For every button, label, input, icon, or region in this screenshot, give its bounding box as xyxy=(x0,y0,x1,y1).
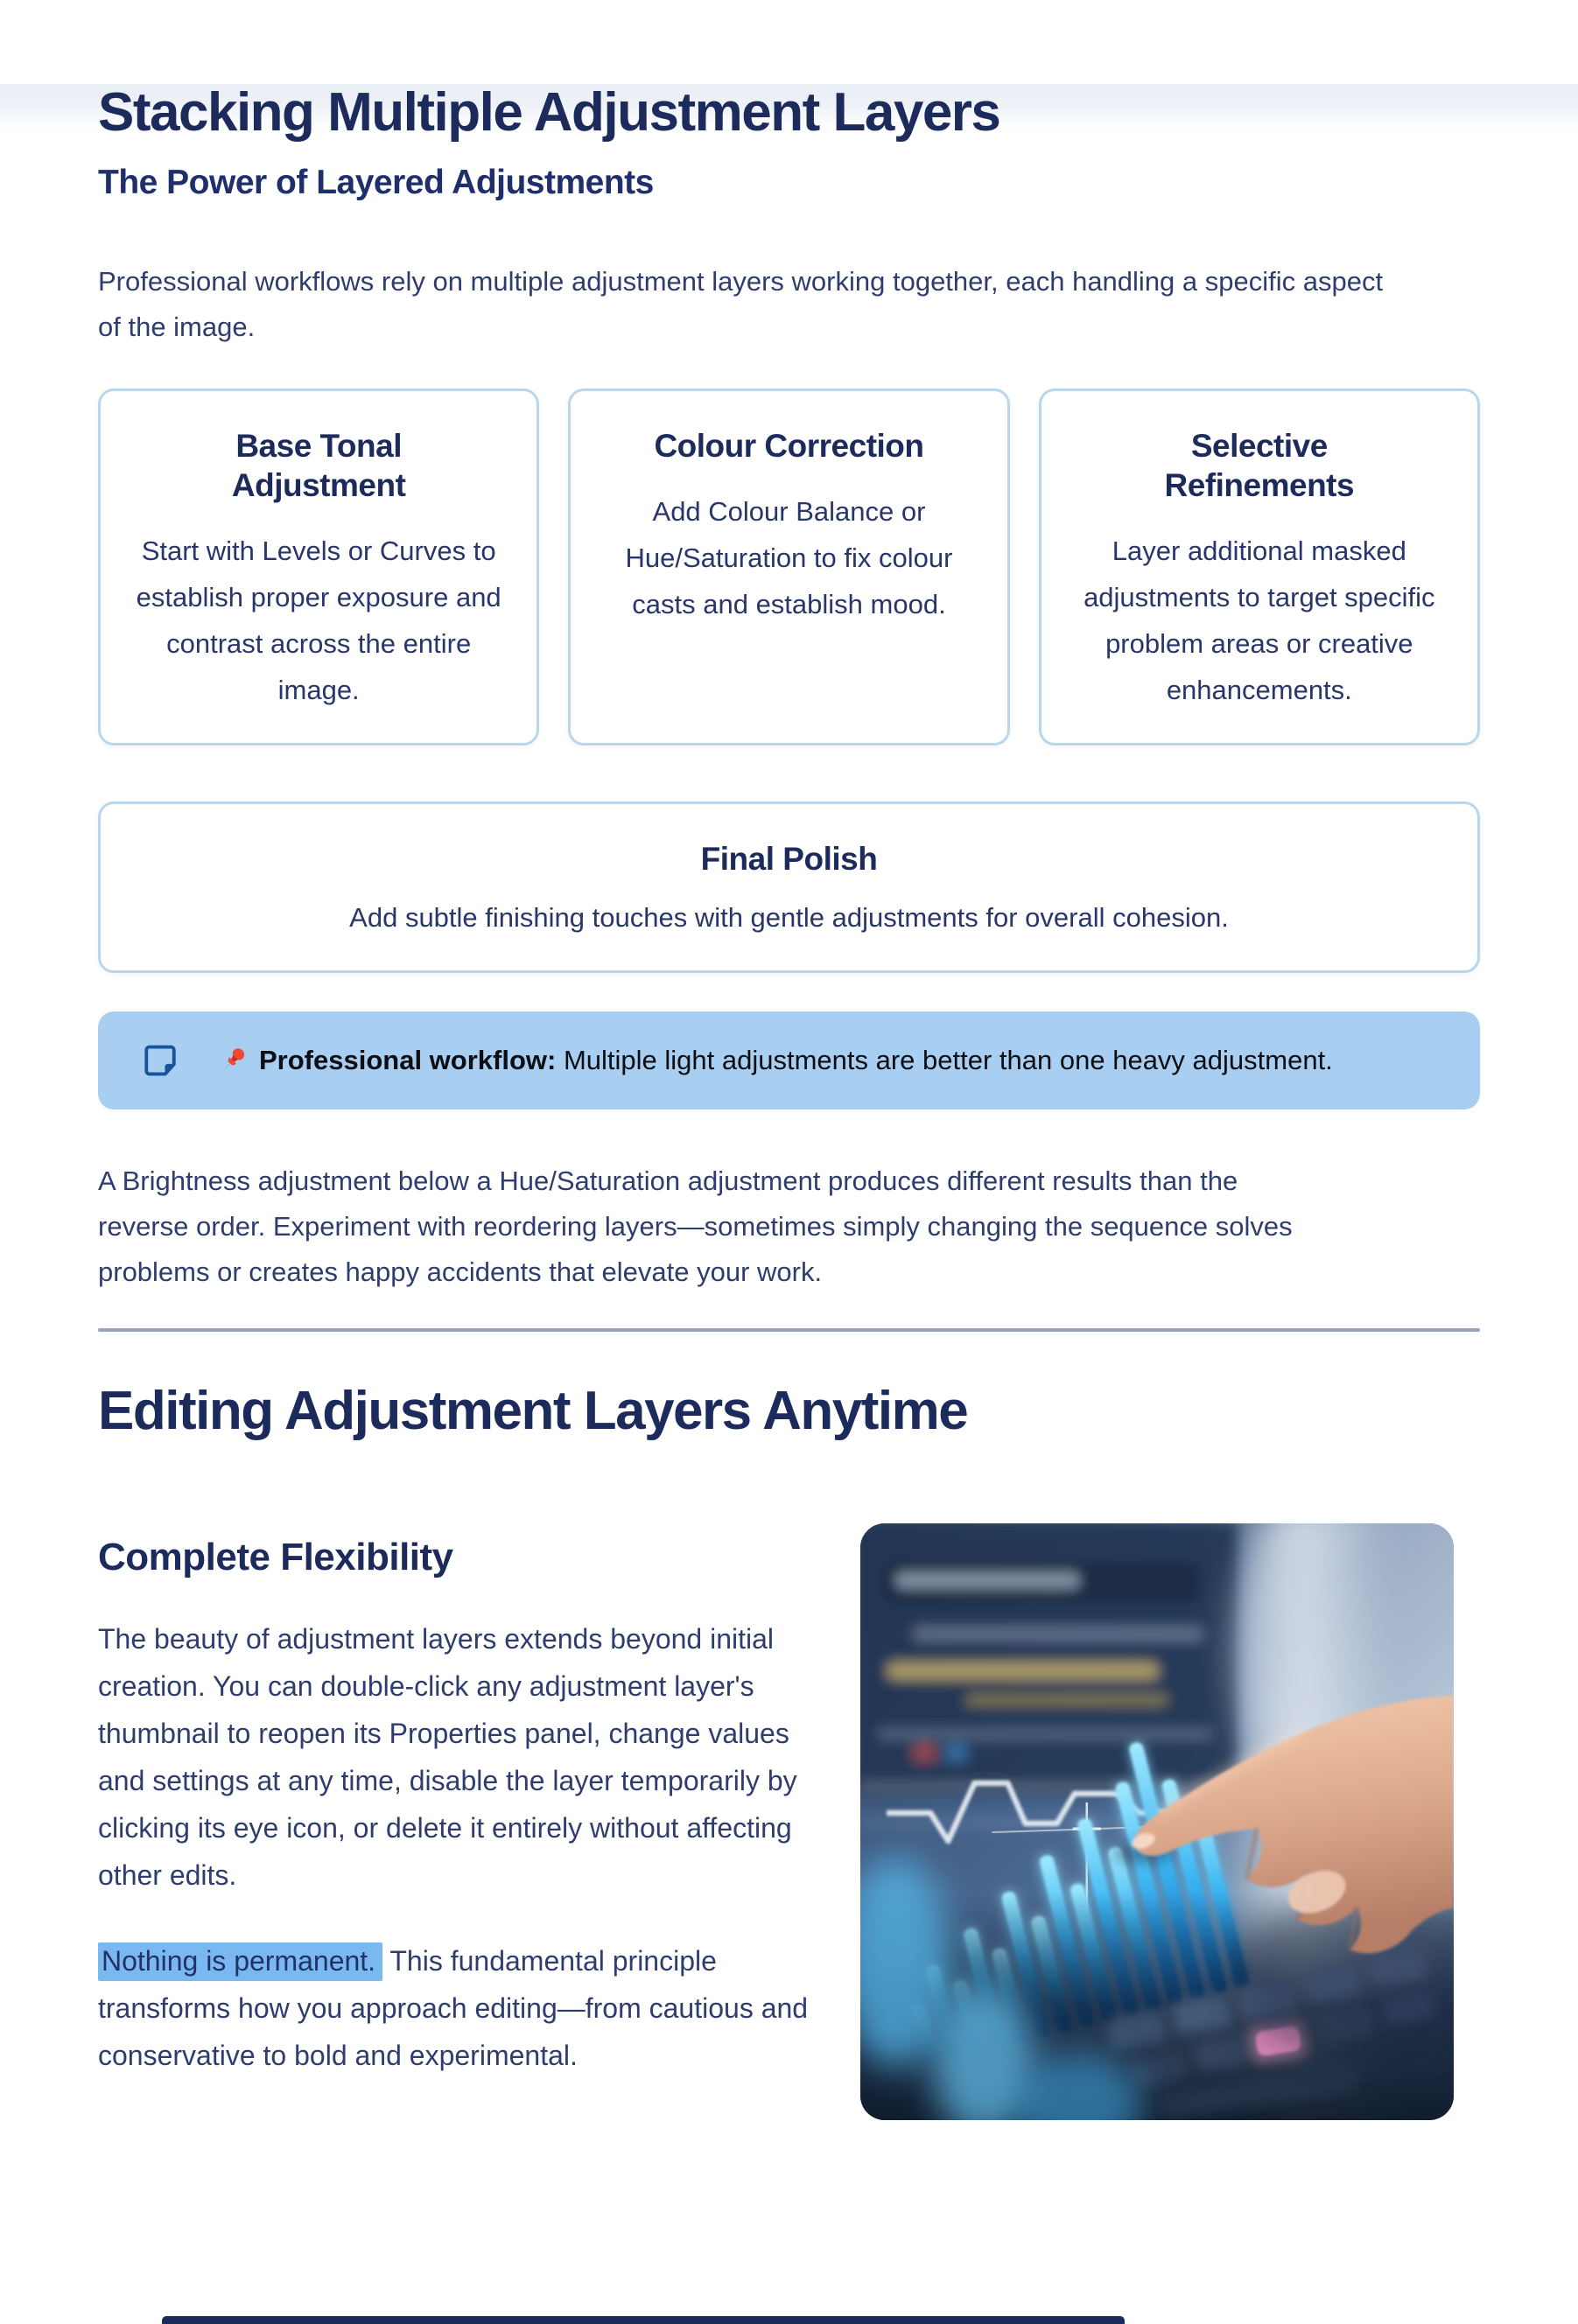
permanence-paragraph: Nothing is permanent. This fundamental p… xyxy=(98,1937,842,2079)
flexibility-paragraph: The beauty of adjustment layers extends … xyxy=(98,1622,797,1891)
section-subtitle: The Power of Layered Adjustments xyxy=(98,163,654,201)
subsection-heading: Complete Flexibility xyxy=(98,1536,453,1579)
card-selective-refinements: Selective Refinements Layer additional m… xyxy=(1038,388,1480,746)
article: Stacking Multiple Adjustment Layers The … xyxy=(0,82,1578,2121)
section-divider xyxy=(98,1328,1480,1333)
card-body: Add Colour Balance or Hue/Saturation to … xyxy=(625,495,953,620)
card-colour-correction: Colour Correction Add Colour Balance or … xyxy=(568,388,1010,746)
callout-label: Professional workflow: xyxy=(259,1045,557,1076)
callout-text: Professional workflow: Multiple light ad… xyxy=(259,1045,1333,1076)
flexibility-section: Complete Flexibility The beauty of adjus… xyxy=(98,1523,1480,2121)
card-body: Layer additional masked adjustments to t… xyxy=(1084,536,1435,706)
card-body: Add subtle finishing touches with gentle… xyxy=(349,902,1229,934)
note-icon xyxy=(142,1042,179,1079)
card-title: Selective Refinements xyxy=(1164,427,1355,503)
card-title: Final Polish xyxy=(700,841,878,878)
card-title: Colour Correction xyxy=(654,427,924,464)
pro-tip-callout: Professional workflow: Multiple light ad… xyxy=(98,1012,1480,1110)
flexibility-text-column: Complete Flexibility The beauty of adjus… xyxy=(98,1523,842,2079)
workflow-photo xyxy=(860,1523,1454,2121)
highlighted-text: Nothing is permanent. xyxy=(98,1942,383,1981)
outro-paragraph: A Brightness adjustment below a Hue/Satu… xyxy=(98,1166,1293,1288)
card-base-tonal-adjustment: Base Tonal Adjustment Start with Levels … xyxy=(98,388,540,746)
card-body: Start with Levels or Curves to establish… xyxy=(136,536,501,706)
card-title: Base Tonal Adjustment xyxy=(231,427,406,503)
photo-illustration xyxy=(860,1523,1454,2121)
section2-title: Editing Adjustment Layers Anytime xyxy=(98,1381,969,1442)
top-band xyxy=(0,84,1578,131)
bottom-bar xyxy=(162,2316,1125,2324)
pushpin-icon xyxy=(217,1045,249,1076)
page-title: Stacking Multiple Adjustment Layers xyxy=(98,82,1001,143)
card-final-polish: Final Polish Add subtle finishing touche… xyxy=(98,802,1480,974)
workflow-cards-row: Base Tonal Adjustment Start with Levels … xyxy=(98,388,1480,746)
intro-paragraph: Professional workflows rely on multiple … xyxy=(98,265,1384,342)
